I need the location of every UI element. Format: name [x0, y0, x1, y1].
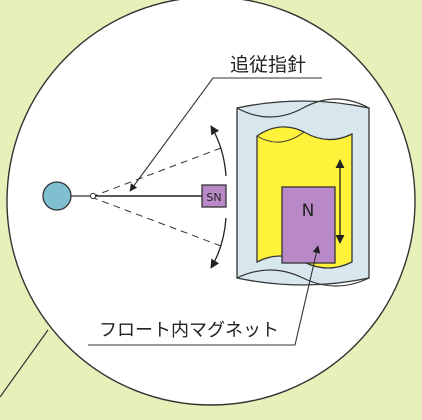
float-magnet: [281, 186, 336, 264]
follower-pointer-label: 追従指針: [230, 54, 306, 76]
pointer-magnet: [201, 184, 227, 208]
pointer-pivot: [42, 181, 72, 211]
pointer-hinge: [89, 192, 97, 200]
swing-arrow-upper: [210, 125, 227, 177]
pointer-magnet-label: SN: [206, 191, 221, 204]
float-magnet-callout-label: フロート内マグネット: [99, 320, 279, 341]
float-magnet-pole-label: N: [302, 201, 315, 221]
float-magnet-callout-line: [88, 245, 321, 346]
magnifier-leader-line: [0, 329, 49, 398]
follower-pointer-callout-line: [129, 77, 322, 192]
swing-arrow-lower: [210, 217, 227, 269]
